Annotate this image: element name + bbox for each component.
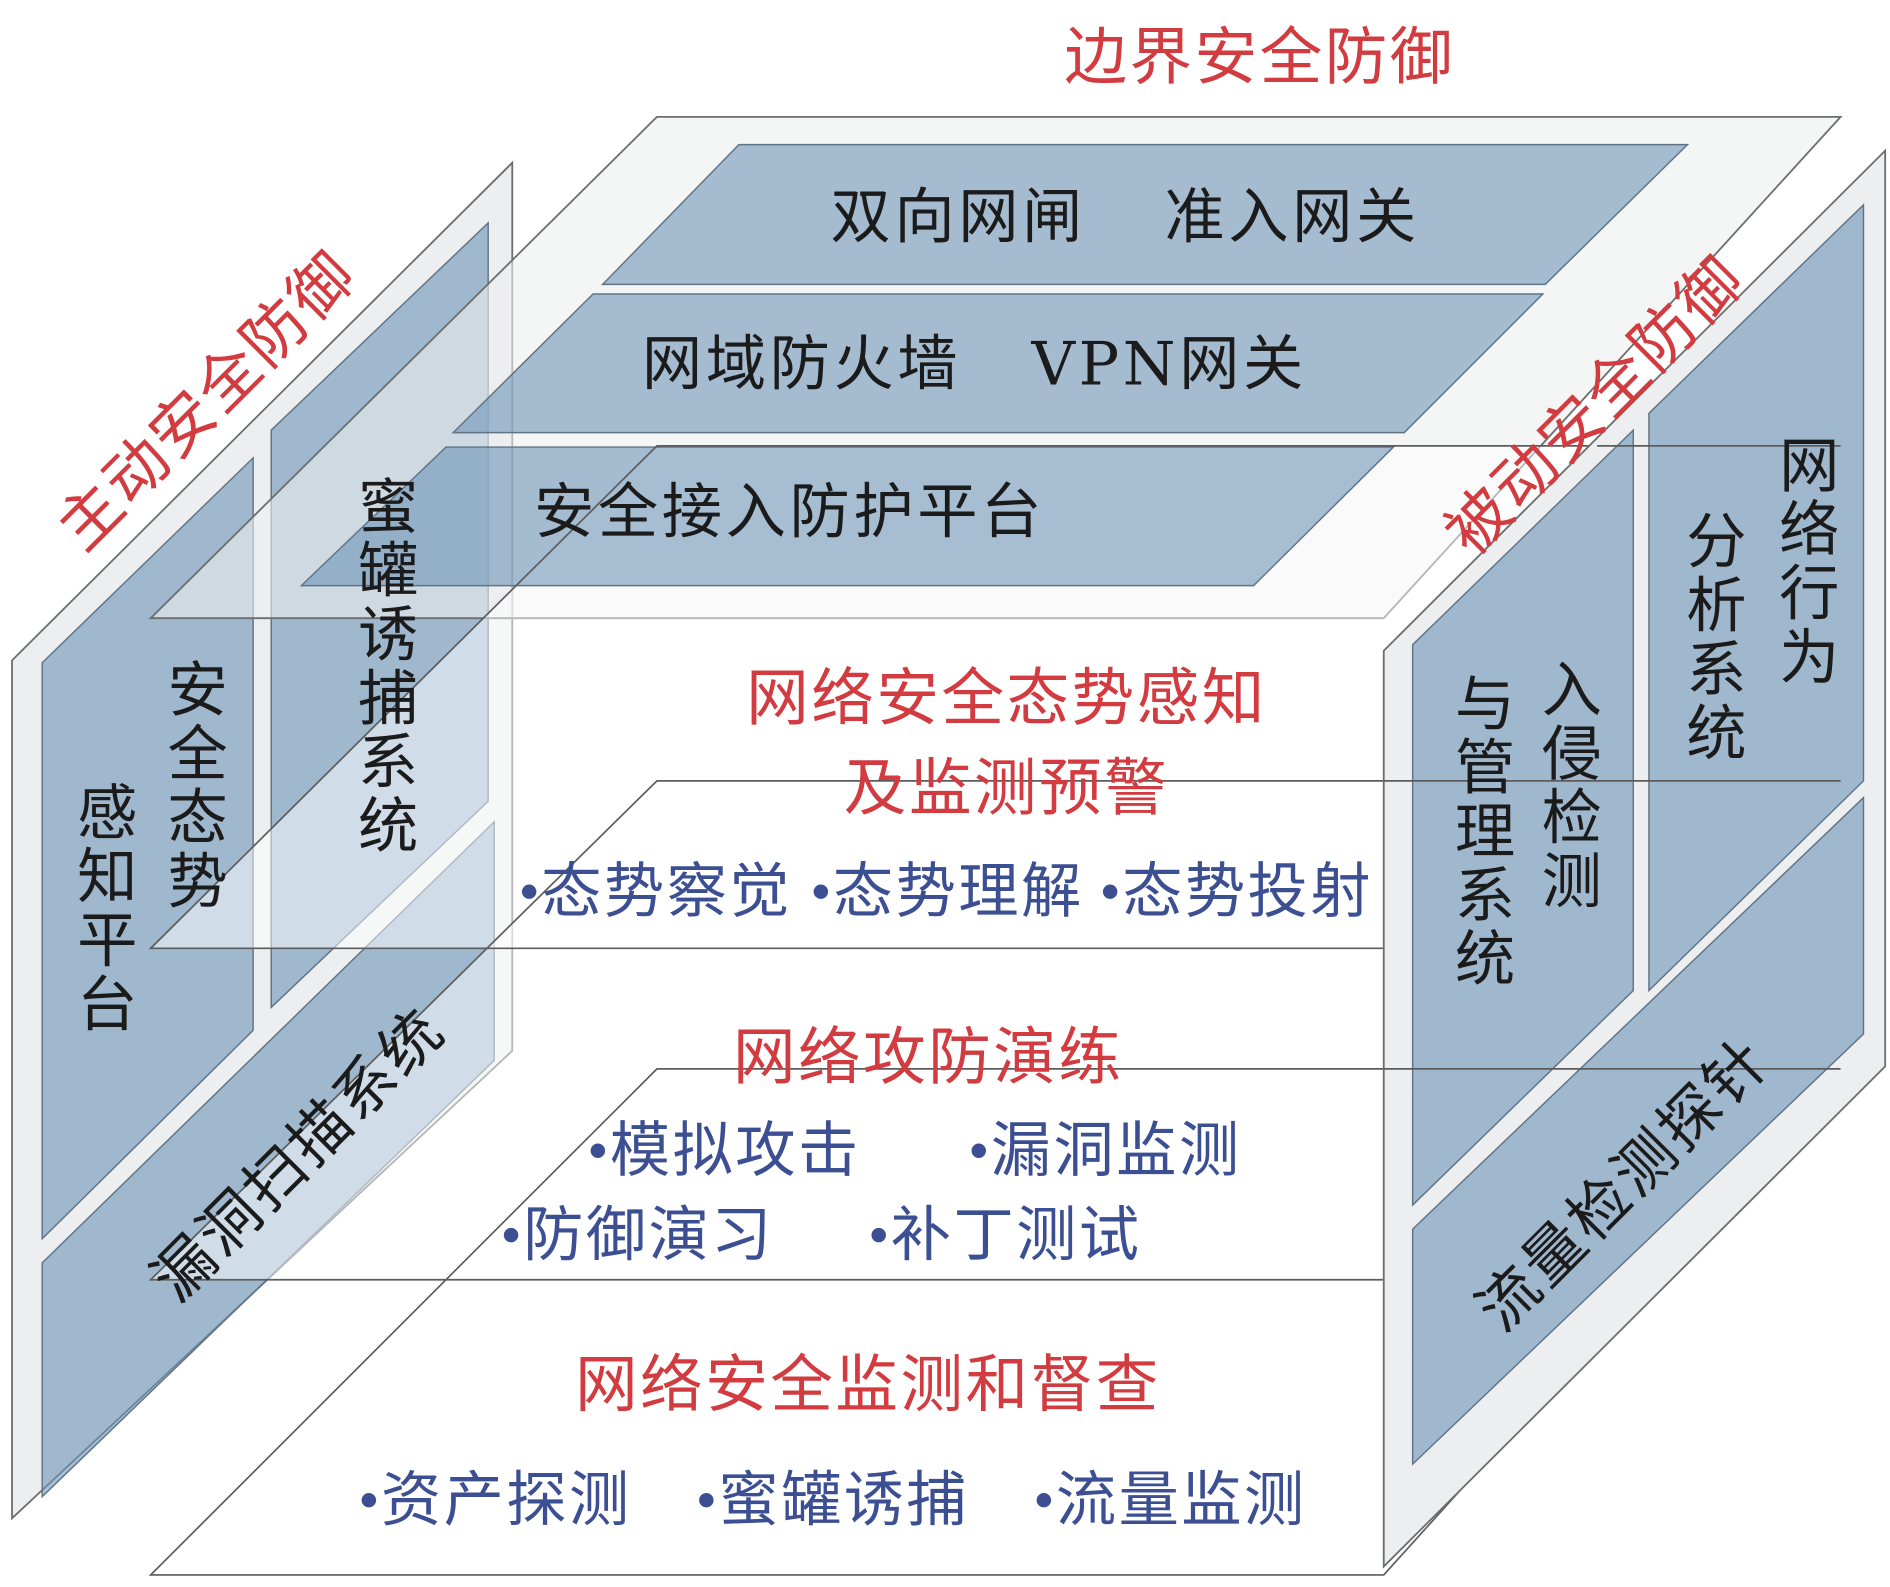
- layer-item-label: 漏洞监测: [990, 1115, 1242, 1186]
- vuln-scan-system-label: 漏洞扫描系统: [138, 994, 460, 1315]
- access-platform-panel: [299, 446, 1396, 587]
- access-protection-platform-label: 安全接入防护平台: [533, 477, 1046, 548]
- layer-item: 防御演习: [503, 1200, 774, 1271]
- layer-item-label: 流量监测: [1055, 1465, 1307, 1536]
- situation-platform-label-line1: 安全态势: [157, 657, 228, 914]
- intrusion-system-panel: [1411, 428, 1634, 1207]
- layer-item: 态势察觉: [521, 856, 792, 927]
- boundary-defense-title: 边界安全防御: [1064, 21, 1455, 94]
- bullet-icon: [503, 1227, 519, 1243]
- layer-item: 模拟攻击: [590, 1115, 861, 1186]
- layer-item-label: 态势理解: [832, 856, 1084, 927]
- behavior-system-label-line1: 网络行为: [1769, 433, 1840, 690]
- layer-item: 资产探测: [361, 1465, 632, 1536]
- layer-item: 蜜罐诱捕: [699, 1470, 969, 1530]
- layer-item-label: 模拟攻击: [609, 1115, 861, 1186]
- bullet-icon: [1102, 884, 1118, 899]
- bullet-icon: [699, 1492, 714, 1508]
- bullet-icon: [590, 1143, 606, 1158]
- bullet-icon: [813, 884, 829, 899]
- bullet-icon: [871, 1227, 886, 1243]
- layer-item-label: 资产探测: [380, 1465, 632, 1536]
- active-defense-title: 主动安全防御: [43, 237, 371, 565]
- bullet-icon: [521, 884, 537, 899]
- traffic-probe-panel: [1411, 796, 1865, 1466]
- honeypot-system-label: 蜜罐诱捕系统: [348, 474, 419, 858]
- layer-item: 态势投射: [1102, 856, 1373, 927]
- drill-layer-title: 网络攻防演练: [732, 1021, 1124, 1095]
- behavior-system-panel: [1648, 203, 1865, 993]
- domain-firewall-label: 网域防火墙: [641, 328, 962, 399]
- situation-platform-label-line2: 感知平台: [67, 780, 138, 1037]
- behavior-system-label-line2: 分析系统: [1676, 509, 1747, 766]
- vpn-gateway-label: VPN网关: [1031, 328, 1307, 399]
- layer-item: 态势理解: [813, 856, 1084, 927]
- layer-item-label: 态势察觉: [541, 856, 792, 927]
- layer-item: 漏洞监测: [971, 1115, 1242, 1186]
- bullet-icon: [1036, 1492, 1052, 1508]
- intrusion-system-label-line1: 入侵检测: [1532, 657, 1602, 914]
- layer-item: 补丁测试: [871, 1205, 1141, 1265]
- intrusion-system-label-line2: 与管理系统: [1445, 671, 1516, 992]
- situation-platform-panel: [41, 456, 254, 1241]
- layer-item-label: 补丁测试: [890, 1200, 1142, 1271]
- bullet-icon: [361, 1492, 377, 1508]
- firewall-panel: [451, 293, 1545, 434]
- monitor-layer-title: 网络安全监测和督查: [574, 1349, 1161, 1422]
- access-gateway-label: 准入网关: [1164, 181, 1420, 252]
- bullet-icon: [971, 1143, 986, 1158]
- gateway-panel: [600, 143, 1690, 286]
- traffic-probe-label: 流量检测探针: [1463, 1024, 1784, 1345]
- layer-item: 流量监测: [1036, 1465, 1307, 1536]
- layer-item-label: 防御演习: [523, 1200, 774, 1271]
- situation-layer-title-line1: 网络安全态势感知: [746, 662, 1267, 736]
- layer-item-label: 蜜罐诱捕: [718, 1465, 970, 1536]
- two-way-gatekeeper-label: 双向网闸: [830, 181, 1087, 252]
- situation-layer-title-line2: 及监测预警: [843, 753, 1170, 826]
- layer-item-label: 态势投射: [1122, 856, 1373, 927]
